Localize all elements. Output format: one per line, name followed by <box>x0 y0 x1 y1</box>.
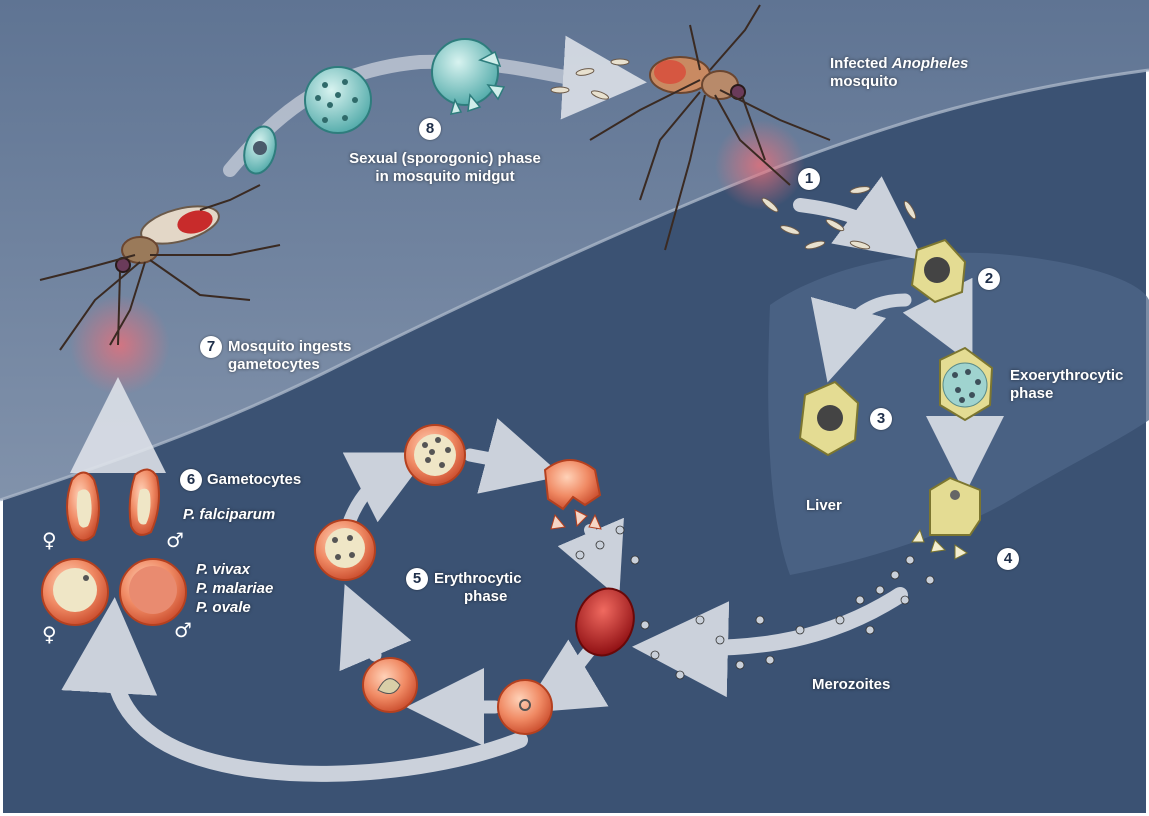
label-erythrocytic: Erythrocytic phase <box>434 570 522 606</box>
label-liver: Liver <box>806 497 842 515</box>
step-number-3: 3 <box>870 408 892 430</box>
step-number-6: 6 <box>180 469 202 491</box>
rbc-mature-schizont <box>405 425 465 485</box>
oocyst <box>305 67 371 133</box>
step-number-2: 2 <box>978 268 1000 290</box>
label-exo-line1: Exoerythrocytic <box>1010 367 1123 384</box>
label-falciparum: P. falciparum <box>183 506 275 524</box>
female-symbol-bottom: ♀ <box>42 624 57 644</box>
label-ingests-line2: gametocytes <box>228 356 320 373</box>
step-number-5: 5 <box>406 568 428 590</box>
gametocyte-falciparum-male <box>130 469 159 534</box>
label-exo-line2: phase <box>1010 385 1053 402</box>
gametocyte-round-female <box>42 559 108 625</box>
label-exoerythrocytic: Exoerythrocytic phase <box>1010 367 1123 403</box>
arrow-to-mosquito <box>570 78 605 80</box>
rbc-early-schizont <box>315 520 375 580</box>
step-number-4: 4 <box>997 548 1019 570</box>
male-symbol-top: ♂ <box>166 530 184 550</box>
label-ery-line2: phase <box>434 588 507 605</box>
label-sexual-phase: Sexual (sporogonic) phase in mosquito mi… <box>320 150 570 186</box>
rbc-ring-stage <box>498 680 552 734</box>
label-sexual-line1: Sexual (sporogonic) phase <box>349 150 541 167</box>
male-symbol-bottom: ♂ <box>174 620 192 640</box>
step-number-8: 8 <box>419 118 441 140</box>
label-vivax: P. vivax <box>196 561 250 578</box>
female-symbol-top: ♀ <box>42 530 57 550</box>
label-sexual-line2: in mosquito midgut <box>375 168 514 185</box>
label-infected-prefix: Infected <box>830 55 892 72</box>
gametocyte-round-male <box>120 559 186 625</box>
label-ovale: P. ovale <box>196 599 251 616</box>
label-ery-line1: Erythrocytic <box>434 570 522 587</box>
label-anopheles: Anopheles <box>892 55 969 72</box>
label-ingests-line1: Mosquito ingests <box>228 338 351 355</box>
rbc-trophozoite <box>363 658 417 712</box>
label-mosquito-ingests: Mosquito ingests gametocytes <box>228 338 351 374</box>
label-merozoites: Merozoites <box>812 676 890 694</box>
gametocyte-falciparum-female <box>67 473 99 541</box>
step-number-7: 7 <box>200 336 222 358</box>
label-species-group: P. vivax P. malariae P. ovale <box>196 560 273 617</box>
label-gametocytes: Gametocytes <box>207 471 301 489</box>
step-number-1: 1 <box>798 168 820 190</box>
label-infected-mosquito: Infected Anopheles mosquito <box>830 55 968 91</box>
label-malariae: P. malariae <box>196 580 273 597</box>
label-mosquito: mosquito <box>830 73 898 90</box>
